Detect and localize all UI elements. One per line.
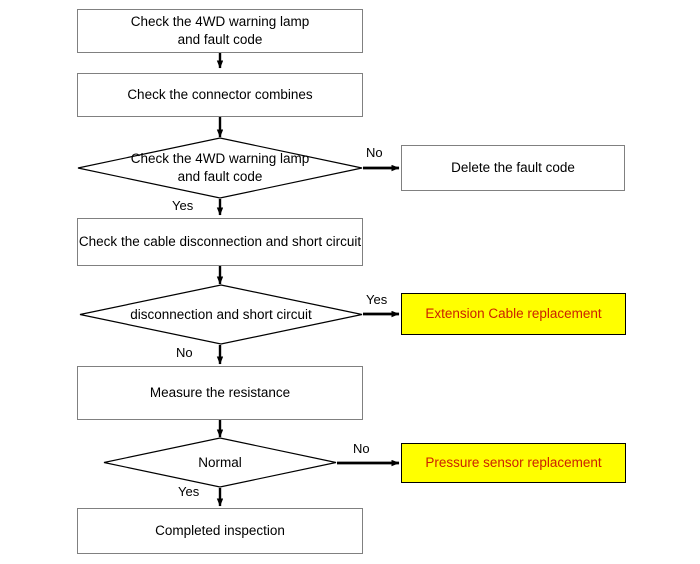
node-text: Check the cable disconnection and short …	[78, 234, 362, 250]
process-delete-fault-code: Delete the fault code	[401, 145, 625, 191]
edge-label-no-d1: No	[366, 145, 383, 160]
node-text-line2: and fault code	[177, 169, 263, 184]
node-text: Extension Cable replacement	[425, 306, 602, 322]
process-check-connector-combines: Check the connector combines	[77, 73, 363, 117]
decision-check-warning-lamp: Check the 4WD warning lamp and fault cod…	[77, 137, 363, 199]
node-text: Normal	[198, 454, 242, 470]
edge-label-no-d3: No	[353, 441, 370, 456]
node-text: Completed inspection	[155, 523, 285, 539]
node-text-line1: Check the 4WD warning lamp	[130, 151, 310, 167]
edge-label-yes-d1: Yes	[172, 198, 194, 213]
node-text: Pressure sensor replacement	[425, 455, 602, 471]
process-completed-inspection: Completed inspection	[77, 508, 363, 554]
highlight-extension-cable-replacement: Extension Cable replacement	[401, 293, 626, 335]
diamond-shape	[77, 137, 363, 199]
process-check-warning-lamp: Check the 4WD warning lamp and fault cod…	[77, 9, 363, 53]
edge-label-yes-d3: Yes	[178, 484, 200, 499]
node-text: Check the connector combines	[127, 87, 313, 103]
process-check-cable-disconnection: Check the cable disconnection and short …	[77, 218, 363, 266]
node-text: disconnection and short circuit	[130, 306, 312, 322]
node-text-line1: Check the 4WD warning lamp	[130, 14, 310, 30]
edge-label-yes-d2: Yes	[366, 292, 388, 307]
decision-disconnection-short-circuit: disconnection and short circuit	[79, 284, 363, 345]
node-text-line2: and fault code	[177, 32, 263, 47]
node-text: Measure the resistance	[149, 385, 291, 401]
diamond-shape	[103, 437, 337, 488]
highlight-pressure-sensor-replacement: Pressure sensor replacement	[401, 443, 626, 483]
node-text: Delete the fault code	[451, 160, 575, 176]
edge-label-no-d2: No	[176, 345, 193, 360]
process-measure-resistance: Measure the resistance	[77, 366, 363, 420]
diamond-shape	[79, 284, 363, 345]
decision-normal: Normal	[103, 437, 337, 488]
